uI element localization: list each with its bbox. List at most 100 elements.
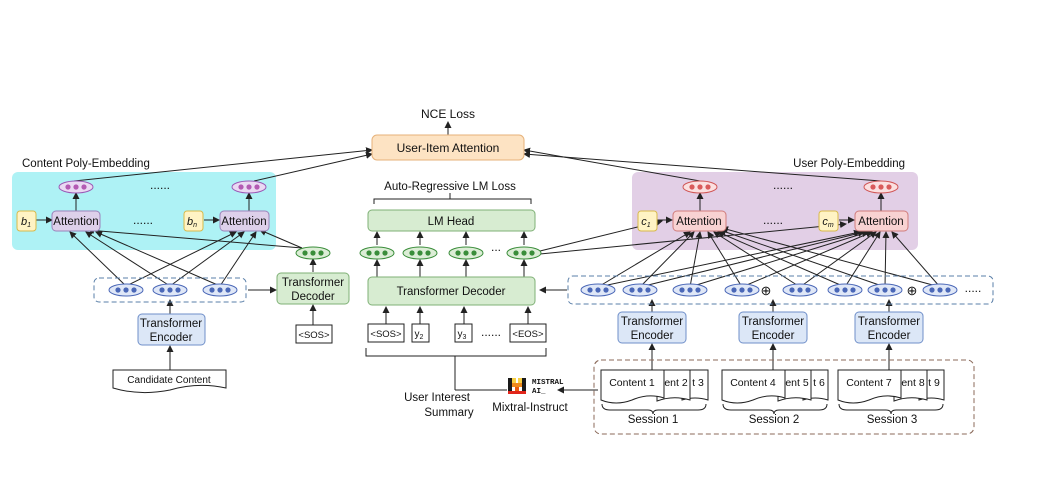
user-embed-oval-5 bbox=[782, 283, 818, 297]
user-interest-summary-label-2: Summary bbox=[424, 407, 473, 419]
user-attention-2 bbox=[854, 210, 909, 232]
content-transformer-decoder bbox=[276, 272, 350, 305]
content-embed-oval-2 bbox=[152, 283, 188, 297]
session-braces bbox=[601, 403, 944, 415]
user-embed-oval-2 bbox=[622, 283, 658, 297]
user-row-dots: ..... bbox=[965, 281, 982, 295]
content-decoder-label-1: Transformer bbox=[282, 277, 344, 289]
token-sos-label: <SOS> bbox=[370, 329, 402, 340]
token-y2-label: y2 bbox=[415, 329, 424, 341]
user-encoder-1-label-1: Transformer bbox=[621, 316, 683, 328]
session-1-doc-b: ent 2 bbox=[664, 377, 688, 389]
decoder-output-dots: ... bbox=[491, 240, 501, 254]
user-encoder-3-label-1: Transformer bbox=[858, 316, 920, 328]
c1-query-box bbox=[637, 210, 658, 232]
token-eos bbox=[509, 323, 547, 343]
user-output-dots: ...... bbox=[773, 178, 793, 192]
user-attention-2-label: Attention bbox=[858, 216, 903, 228]
mistral-wordmark-2: AI_ bbox=[532, 388, 546, 396]
content-attention-2-label: Attention bbox=[221, 216, 266, 228]
content-attention-1-label: Attention bbox=[53, 216, 98, 228]
nce-loss-label: NCE Loss bbox=[421, 107, 475, 121]
user-transformer-encoder-2 bbox=[738, 311, 808, 344]
session-2-doc-c: t 6 bbox=[813, 377, 825, 389]
session-3: Content 7 ent 8 t 9 Session 3 bbox=[837, 369, 945, 426]
token-sos bbox=[367, 323, 405, 343]
content-encoder-label-2: Encoder bbox=[150, 332, 193, 344]
content-embed-oval-3 bbox=[202, 283, 238, 297]
bn-label: bn bbox=[187, 216, 197, 229]
content-embedding-row bbox=[93, 277, 247, 303]
candidate-content-doc bbox=[112, 369, 227, 394]
token-eos-label: <EOS> bbox=[512, 329, 544, 340]
user-encoder-2-label-1: Transformer bbox=[742, 316, 804, 328]
user-embed-oval-7 bbox=[867, 283, 903, 297]
user-transformer-encoder-1 bbox=[617, 311, 687, 344]
cm-label: cm bbox=[822, 216, 834, 229]
user-embed-oval-4 bbox=[724, 283, 760, 297]
session-3-doc-a: Content 7 bbox=[846, 377, 892, 389]
user-output-oval-1 bbox=[682, 180, 718, 194]
user-attention-dots: ...... bbox=[763, 213, 783, 227]
user-embed-oval-1 bbox=[580, 283, 616, 297]
content-sos-label: <SOS> bbox=[298, 330, 330, 341]
user-panel-label: User Poly-Embedding bbox=[793, 158, 905, 170]
content-decoder-label-2: Decoder bbox=[291, 291, 335, 303]
connections bbox=[36, 121, 941, 394]
session-2-doc-b: ent 5 bbox=[785, 377, 809, 389]
c1-label: c1 bbox=[641, 216, 651, 229]
content-encoder-label-1: Transformer bbox=[140, 318, 202, 330]
session-3-doc-c: t 9 bbox=[928, 377, 940, 389]
lm-head-label: LM Head bbox=[428, 216, 475, 228]
ar-lm-loss-label: Auto-Regressive LM Loss bbox=[384, 181, 516, 193]
session-2-doc-a: Content 4 bbox=[730, 377, 776, 389]
session-1-label: Session 1 bbox=[628, 414, 679, 426]
session-1: Content 1 ent 2 t 3 Session 1 bbox=[600, 369, 709, 426]
candidate-content-label: Candidate Content bbox=[127, 375, 211, 386]
token-y3-label: y3 bbox=[458, 329, 467, 341]
content-output-oval-2 bbox=[231, 180, 267, 194]
content-output-dots: ...... bbox=[150, 178, 170, 192]
content-panel-label: Content Poly-Embedding bbox=[22, 158, 150, 170]
user-embed-oval-8 bbox=[922, 283, 958, 297]
transformer-decoder-block bbox=[367, 276, 536, 306]
session-3-label: Session 3 bbox=[867, 414, 918, 426]
lm-head-block bbox=[367, 209, 536, 232]
b1-label: b1 bbox=[21, 216, 31, 229]
user-embed-oval-6 bbox=[827, 283, 863, 297]
cm-query-box bbox=[818, 210, 839, 232]
user-attention-1 bbox=[672, 210, 727, 232]
decoder-output-oval-1 bbox=[359, 246, 395, 260]
user-attention-1-label: Attention bbox=[676, 216, 721, 228]
decoder-output-oval-4 bbox=[506, 246, 542, 260]
session-1-doc-c: t 3 bbox=[692, 377, 704, 389]
decoder-output-oval-3 bbox=[448, 246, 484, 260]
content-embed-oval-1 bbox=[108, 283, 144, 297]
token-y2 bbox=[411, 323, 430, 343]
transformer-decoder-label: Transformer Decoder bbox=[397, 286, 506, 298]
plus-icon: ⊕ bbox=[761, 283, 772, 298]
content-decoder-output-oval bbox=[295, 246, 331, 260]
mistral-logo-icon bbox=[508, 378, 526, 394]
mixtral-instruct-label: Mixtral-Instruct bbox=[492, 402, 568, 414]
user-encoder-1-label-2: Encoder bbox=[631, 330, 674, 342]
user-transformer-encoder-3 bbox=[854, 311, 924, 344]
content-attention-1 bbox=[51, 210, 101, 232]
session-2: Content 4 ent 5 t 6 Session 2 bbox=[721, 369, 829, 426]
content-sos-token bbox=[295, 324, 333, 344]
user-encoder-2-label-2: Encoder bbox=[752, 330, 795, 342]
mistral-wordmark-1: MISTRAL bbox=[532, 379, 564, 387]
session-3-doc-b: ent 8 bbox=[901, 377, 925, 389]
session-2-label: Session 2 bbox=[749, 414, 800, 426]
content-attention-2 bbox=[219, 210, 270, 232]
content-attention-dots: ...... bbox=[133, 213, 153, 227]
user-output-oval-2 bbox=[863, 180, 899, 194]
user-item-attention-block bbox=[371, 134, 525, 161]
content-transformer-encoder bbox=[137, 313, 206, 346]
plus-icon: ⊕ bbox=[907, 283, 918, 298]
bn-query-box bbox=[183, 210, 204, 232]
content-output-oval-1 bbox=[58, 180, 94, 194]
user-embed-oval-3 bbox=[672, 283, 708, 297]
token-dots: ...... bbox=[481, 325, 501, 339]
